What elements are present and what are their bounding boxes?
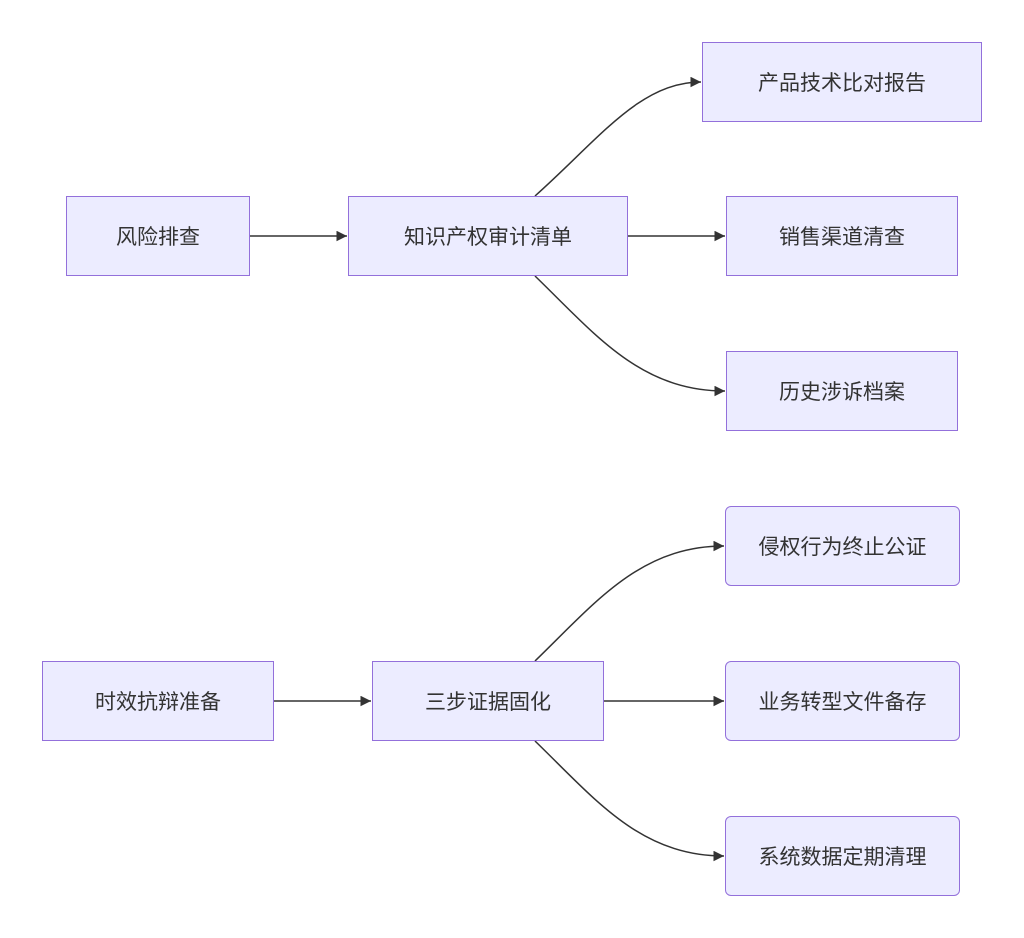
edge-hub-to-leaf-2-3 [534,740,725,862]
node-system-data-cleanup: 系统数据定期清理 [725,816,960,896]
node-label: 产品技术比对报告 [758,71,926,95]
node-business-transition-archive: 业务转型文件备存 [725,661,960,741]
node-label: 三步证据固化 [425,690,551,714]
node-litigation-history-archive: 历史涉诉档案 [726,351,958,431]
node-label: 时效抗辩准备 [95,690,221,714]
node-label: 历史涉诉档案 [779,380,905,404]
node-label: 知识产权审计清单 [404,225,572,249]
node-infringement-stop-notarization: 侵权行为终止公证 [725,506,960,586]
node-label: 销售渠道清查 [779,225,905,249]
node-label: 侵权行为终止公证 [758,535,927,559]
node-label: 风险排查 [116,225,200,249]
node-label: 业务转型文件备存 [758,690,927,714]
node-ip-audit-list: 知识产权审计清单 [348,196,628,276]
edge-hub-to-leaf-1-1 [534,76,702,197]
node-product-tech-comparison-report: 产品技术比对报告 [702,42,982,122]
node-limitation-defense-prep: 时效抗辩准备 [42,661,274,741]
edge-hub-to-leaf-1-3 [534,275,726,397]
node-sales-channel-review: 销售渠道清查 [726,196,958,276]
node-three-step-evidence: 三步证据固化 [372,661,604,741]
node-label: 系统数据定期清理 [758,845,927,869]
node-risk-screening: 风险排查 [66,196,250,276]
edge-hub-to-leaf-2-1 [534,540,725,662]
